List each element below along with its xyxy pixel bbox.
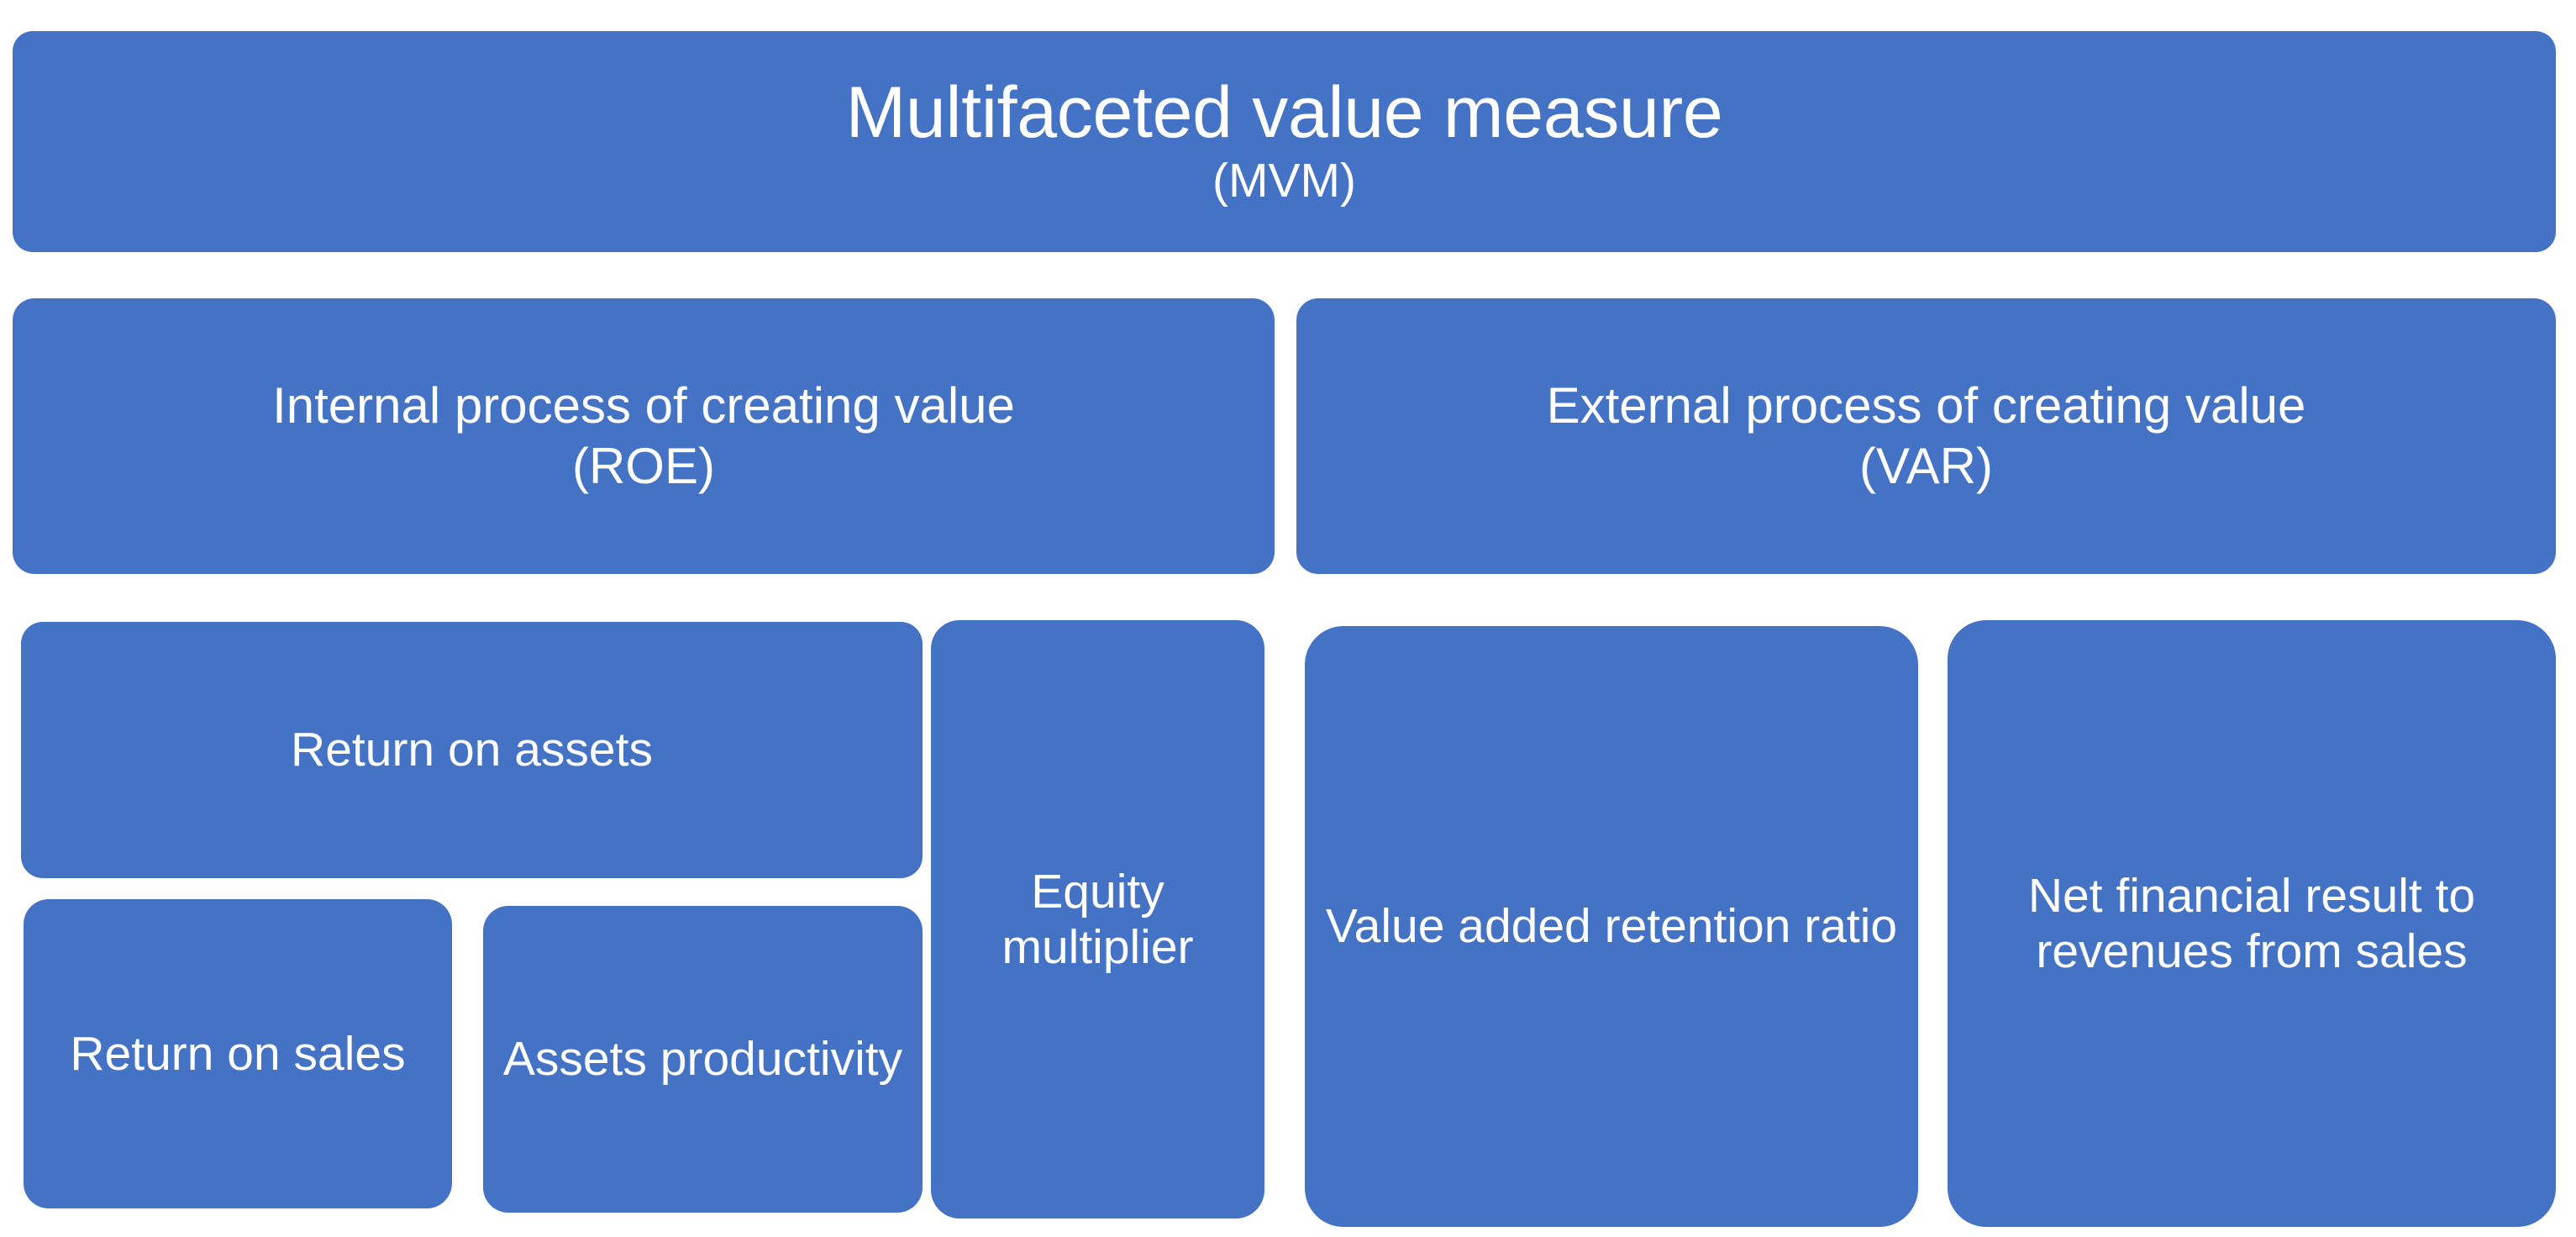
node-external-process-of-creating-value[interactable]: External process of creating value (VAR) [1296, 298, 2556, 574]
node-multifaceted-value-measure[interactable]: Multifaceted value measure (MVM) [13, 31, 2556, 252]
node-external-title: External process of creating value [1546, 377, 2306, 434]
node-internal-process-of-creating-value[interactable]: Internal process of creating value (ROE) [13, 298, 1275, 574]
node-return-on-sales[interactable]: Return on sales [24, 899, 452, 1208]
node-value-added-retention-ratio-label: Value added retention ratio [1325, 899, 1898, 954]
node-assets-productivity[interactable]: Assets productivity [483, 906, 923, 1213]
node-internal-title: Internal process of creating value [272, 377, 1015, 434]
node-net-financial-result-label: Net financial result to revenues from sa… [2027, 868, 2476, 978]
node-external-abbreviation: (VAR) [1859, 438, 1993, 494]
node-root-abbreviation: (MVM) [1212, 153, 1356, 208]
node-internal-abbreviation: (ROE) [572, 438, 715, 494]
node-equity-multiplier-label: Equity multiplier [1001, 864, 1194, 974]
node-root-title: Multifaceted value measure [845, 71, 1723, 153]
node-value-added-retention-ratio[interactable]: Value added retention ratio [1305, 626, 1918, 1227]
node-return-on-sales-label: Return on sales [70, 1026, 406, 1081]
node-assets-productivity-label: Assets productivity [502, 1032, 903, 1087]
node-equity-multiplier[interactable]: Equity multiplier [931, 620, 1264, 1219]
node-return-on-assets[interactable]: Return on assets [21, 622, 923, 878]
node-net-financial-result-to-revenues-from-sales[interactable]: Net financial result to revenues from sa… [1948, 620, 2556, 1227]
node-return-on-assets-label: Return on assets [291, 723, 653, 777]
